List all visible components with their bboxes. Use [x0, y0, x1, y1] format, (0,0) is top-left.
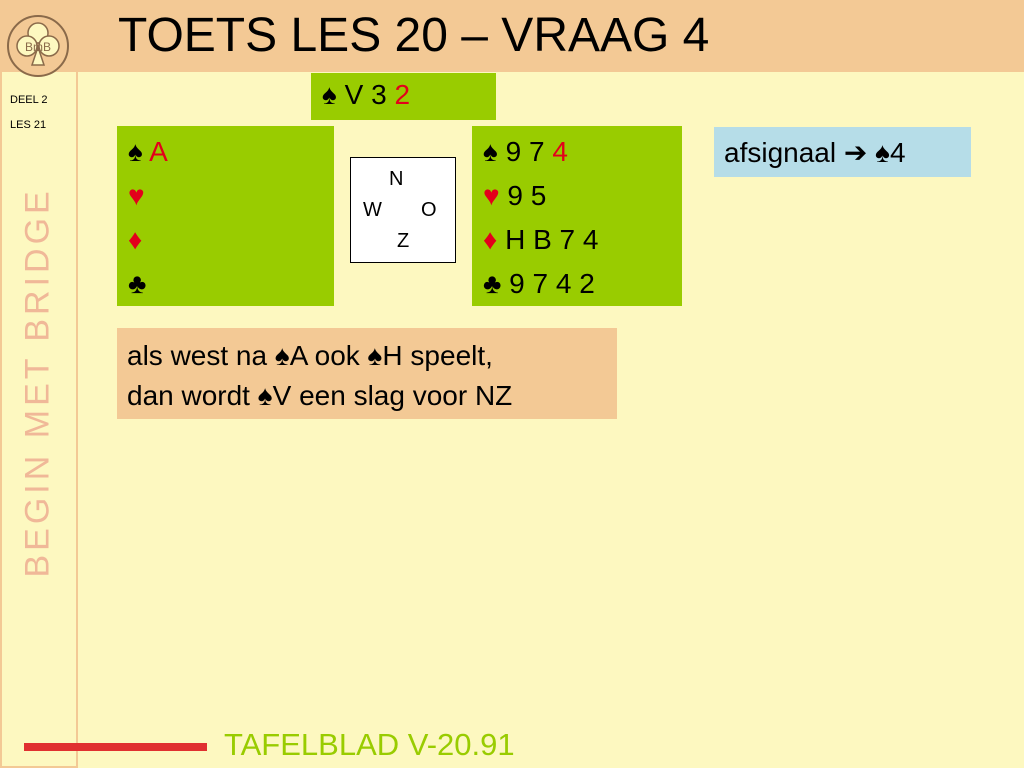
footer-reference: TAFELBLAD V-20.91: [224, 727, 515, 762]
compass-west: W: [363, 199, 382, 221]
top-bar: [78, 0, 1024, 72]
vertical-brand-title: BEGIN MET BRIDGE: [18, 187, 57, 578]
north-spade-line: ♠ V 3 2: [322, 79, 410, 111]
deel-label: DEEL 2: [10, 94, 48, 106]
west-diamond-line: ♦: [128, 224, 142, 256]
diamond-icon: ♦: [483, 224, 498, 255]
west-club-line: ♣: [128, 268, 146, 300]
svg-text:BmB: BmB: [25, 40, 51, 54]
sidebar-inner: [2, 72, 76, 766]
heart-icon: ♥: [128, 180, 145, 211]
explanation-line-2: dan wordt ♠V een slag voor NZ: [127, 380, 513, 411]
north-spade-red-card: 2: [394, 79, 411, 110]
diamond-icon: ♦: [128, 224, 143, 255]
north-spade-cards: V 3: [344, 79, 387, 110]
east-hand: ♠ 9 7 4 ♥ 9 5 ♦ H B 7 4 ♣ 9 7 4 2: [472, 126, 682, 306]
east-spade-cards: 9 7: [505, 136, 545, 167]
explanation-line-1: als west na ♠A ook ♠H speelt,: [127, 340, 493, 371]
spade-icon: ♠: [128, 136, 143, 167]
spade-icon: ♠: [322, 79, 337, 110]
compass-east: O: [421, 199, 437, 221]
signal-line: afsignaal ➔ ♠4: [724, 136, 906, 169]
sidebar: BmB DEEL 2 LES 21 BEGIN MET BRIDGE: [0, 0, 78, 768]
heart-icon: ♥: [483, 180, 500, 211]
west-spade-line: ♠ A: [128, 136, 168, 168]
footer-red-bar: [24, 743, 207, 751]
compass-north: N: [389, 168, 404, 190]
les-label: LES 21: [10, 119, 47, 131]
east-heart-line: ♥ 9 5: [483, 180, 546, 212]
signal-value: ♠4: [875, 137, 906, 168]
west-heart-line: ♥: [128, 180, 145, 212]
club-icon: ♣: [128, 268, 147, 299]
east-diamond-line: ♦ H B 7 4: [483, 224, 598, 256]
compass-box: N W O Z: [350, 157, 456, 263]
north-hand: ♠ V 3 2: [311, 73, 496, 120]
east-spade-line: ♠ 9 7 4: [483, 136, 568, 168]
signal-label: afsignaal: [724, 137, 837, 168]
west-hand: ♠ A ♥ ♦ ♣: [117, 126, 334, 306]
page-title: TOETS LES 20 – VRAAG 4: [118, 9, 710, 62]
east-club-line: ♣ 9 7 4 2: [483, 268, 595, 300]
club-icon: ♣: [483, 268, 502, 299]
east-heart-cards: 9 5: [507, 180, 547, 211]
compass-south: Z: [397, 230, 410, 252]
east-diamond-cards: H B 7 4: [505, 224, 599, 255]
east-spade-red-card: 4: [552, 136, 568, 167]
spade-icon: ♠: [483, 136, 498, 167]
signal-box: afsignaal ➔ ♠4: [714, 127, 971, 177]
explanation-box: als west na ♠A ook ♠H speelt, dan wordt …: [117, 328, 617, 419]
arrow-right-icon: ➔: [843, 137, 868, 168]
west-spade-red-card: A: [149, 136, 168, 167]
club-logo-icon: BmB: [7, 15, 69, 77]
east-club-cards: 9 7 4 2: [509, 268, 595, 299]
